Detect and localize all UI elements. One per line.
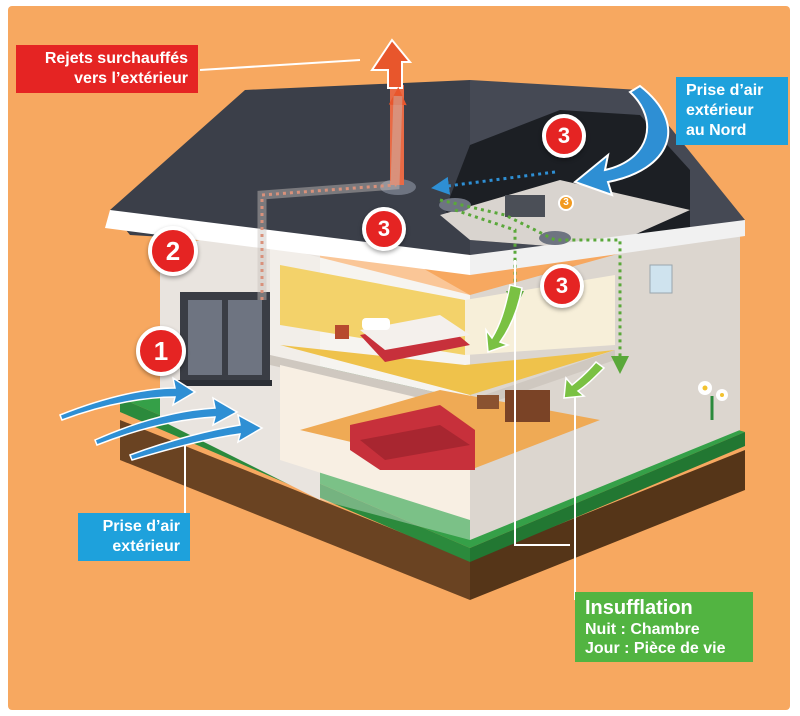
ground-soil-side (470, 450, 745, 600)
vmc-unit (505, 195, 545, 217)
right-wall-window (649, 264, 673, 294)
prise-air-exterieur-label: Prise d’air extérieur (78, 513, 190, 561)
marker-2: 2 (148, 226, 198, 276)
marker-1: 1 (136, 326, 186, 376)
dresser (505, 390, 550, 422)
intake-arrow-3 (129, 413, 264, 461)
prise-air-nord-line-1: Prise d’air (686, 82, 764, 99)
exhaust-path (260, 87, 407, 300)
flower-center (720, 393, 724, 397)
left-window-sill (178, 380, 272, 386)
supply-path-upper (439, 198, 629, 374)
insufflation-night: Nuit : Chambre (585, 621, 700, 638)
rejets-leader (199, 59, 361, 71)
bed-pillow (362, 318, 390, 330)
left-window-pane-1 (188, 300, 222, 375)
insufflation-title: Insufflation (585, 597, 693, 619)
marker-3-roof: 3 (362, 207, 406, 251)
left-window-pane-2 (228, 300, 262, 375)
rejets-label-line-2: vers l’extérieur (74, 70, 188, 87)
flower-center (702, 385, 708, 391)
prise-air-exterieur-line-2: extérieur (112, 538, 180, 555)
marker-3-attic: 3 (542, 114, 586, 158)
duct-node-right (539, 231, 571, 245)
insufflation-label: Insufflation Nuit : Chambre Jour : Pièce… (575, 592, 753, 662)
ground-soil-front (120, 420, 470, 600)
exhaust-arrow (370, 38, 413, 89)
intake-arrow-1 (59, 376, 197, 421)
rejets-label: Rejets surchauffés vers l’extérieur (16, 45, 198, 93)
roof-gutter (105, 210, 470, 275)
prise-air-nord-label: Prise d’air extérieur au Nord (676, 77, 788, 145)
supply-arrow-bedroom (485, 284, 523, 354)
marker-3-room: 3 (540, 264, 584, 308)
rejets-label-line-1: Rejets surchauffés (44, 50, 188, 67)
supply-arrow-living (563, 360, 606, 399)
upper-room-floor (280, 345, 615, 395)
bedside-table (335, 325, 349, 339)
marker-3-unit: 3 (558, 195, 574, 211)
roof-gutter-right (470, 220, 745, 275)
north-intake-arrow (572, 84, 670, 197)
ground-grass-edge-side (470, 432, 745, 562)
intake-arrow-2 (94, 396, 239, 446)
duct-node-left (380, 179, 416, 195)
supply-path-bedroom (454, 208, 524, 309)
prise-air-exterieur-line-1: Prise d’air (102, 518, 180, 535)
insufflation-leader-1 (514, 260, 570, 546)
side-table (477, 395, 499, 409)
insufflation-day: Jour : Pièce de vie (585, 640, 726, 657)
attic-floor (440, 180, 690, 250)
prise-air-nord-line-3: au Nord (686, 122, 747, 139)
prise-air-nord-line-2: extérieur (686, 102, 754, 119)
fresh-air-path (431, 170, 556, 195)
bed-top (360, 315, 470, 350)
exhaust-path-outline (257, 95, 403, 300)
sofa-seat (360, 425, 470, 460)
